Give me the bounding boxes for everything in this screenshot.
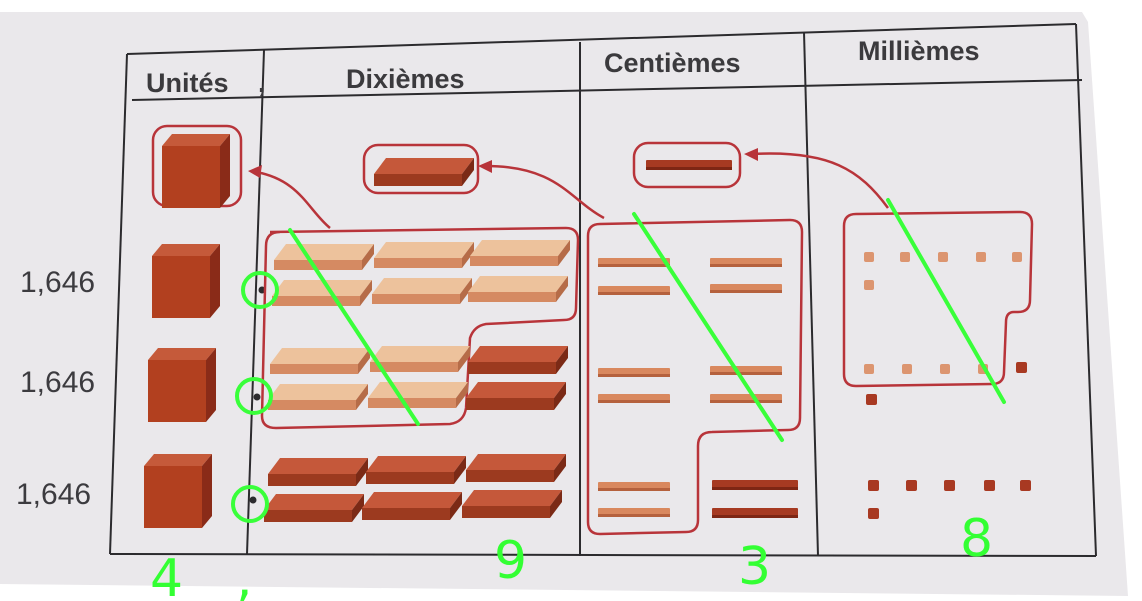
exchange-row bbox=[151, 124, 890, 229]
cross-out-stroke bbox=[288, 228, 420, 426]
cube-icon bbox=[152, 244, 220, 318]
header-thousandths: Millièmes bbox=[858, 36, 980, 66]
header-comma: , bbox=[258, 68, 266, 98]
table-grid bbox=[109, 23, 1097, 557]
comma-circle bbox=[231, 485, 269, 523]
handwritten-thousandths-digit: 8 bbox=[960, 509, 993, 569]
hundredths-group-outline bbox=[586, 218, 804, 536]
thousandths-group-outline bbox=[842, 210, 1034, 388]
handwritten-tenths-digit: 9 bbox=[494, 531, 527, 591]
cube-icon bbox=[148, 348, 216, 422]
header-tenths: Dixièmes bbox=[346, 64, 465, 94]
row-label-3: 1,646 bbox=[16, 478, 91, 511]
row-label-1: 1,646 bbox=[20, 266, 95, 299]
handwritten-comma: , bbox=[236, 549, 253, 601]
header-hundredths: Centièmes bbox=[604, 48, 741, 78]
handwritten-hundredths-digit: 3 bbox=[738, 537, 771, 597]
flat-icon bbox=[374, 158, 474, 186]
cube-icon bbox=[144, 454, 212, 528]
arrow-heads bbox=[248, 148, 758, 178]
exchange-box-hundredths bbox=[632, 141, 742, 189]
page-paper bbox=[0, 12, 1128, 596]
cross-out-stroke bbox=[632, 212, 784, 442]
handwritten-annotations bbox=[231, 198, 1006, 523]
rod-icon bbox=[646, 160, 732, 170]
comma-circle bbox=[241, 271, 279, 309]
header-units: Unités bbox=[146, 68, 229, 98]
comma-circle bbox=[235, 377, 273, 415]
exchange-arrows bbox=[255, 152, 890, 229]
exchange-box-tenths bbox=[362, 143, 480, 195]
row-label-2: 1,646 bbox=[20, 366, 95, 399]
cube-icon bbox=[162, 134, 230, 208]
cross-out-stroke bbox=[886, 198, 1006, 404]
handwritten-units-digit: 4 bbox=[150, 549, 183, 601]
